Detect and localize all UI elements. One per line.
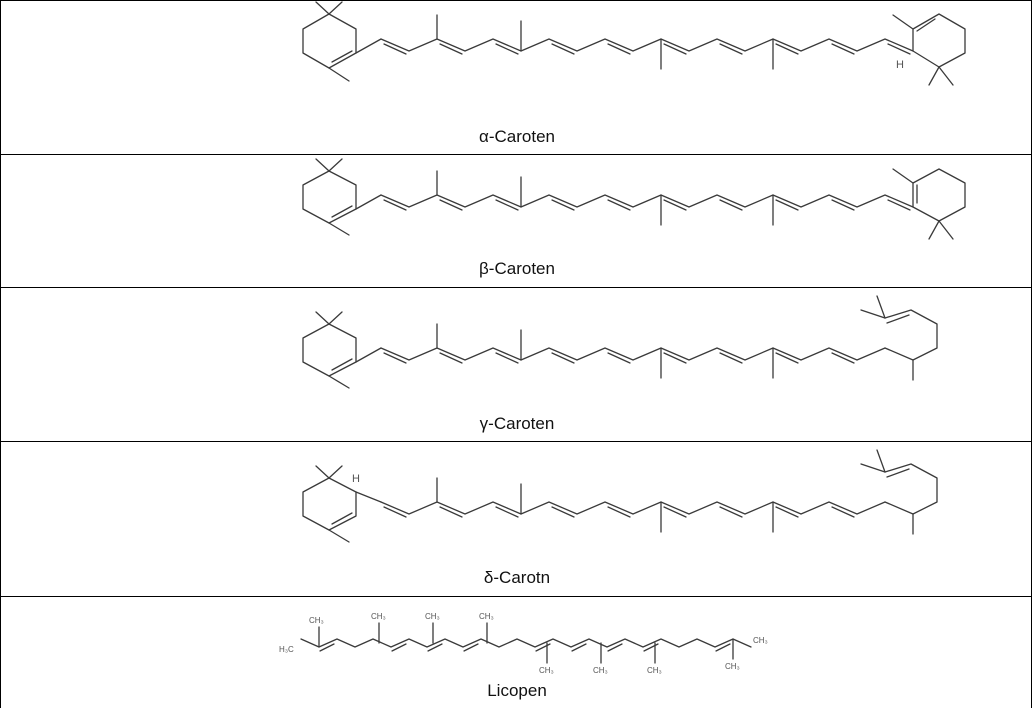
atom-ch3-8: CH₃ (753, 636, 768, 645)
atom-ch3-7: CH₃ (647, 666, 662, 675)
atom-ch3-6: CH₃ (593, 666, 608, 675)
structure-gamma-carotene (302, 295, 938, 389)
compound-name-lycopene: Licopen (487, 681, 547, 700)
atom-ch3-1: CH₃ (309, 616, 324, 625)
atom-h-alpha: H (896, 59, 904, 71)
atom-ch3-4: CH₃ (479, 612, 494, 621)
row-beta-carotene: β-Caroten (0, 155, 1032, 288)
row-alpha-carotene: H α-Caroten (0, 0, 1032, 155)
row-gamma-carotene: γ-Caroten (0, 288, 1032, 442)
atom-ch3-2: CH₃ (371, 612, 386, 621)
compound-name-beta: β-Caroten (479, 259, 555, 278)
compound-name-alpha: α-Caroten (479, 127, 555, 146)
atom-h3c: H₃C (279, 645, 294, 654)
compound-name-gamma: γ-Caroten (479, 414, 555, 433)
atom-ch3-5: CH₃ (539, 666, 554, 675)
row-lycopene: CH₃ H₃C CH₃ CH₃ CH₃ CH₃ CH₃ CH₃ CH₃ CH₃ … (0, 597, 1032, 708)
structure-lycopene: CH₃ H₃C CH₃ CH₃ CH₃ CH₃ CH₃ CH₃ CH₃ CH₃ (279, 612, 768, 675)
row-delta-carotene: H δ-Carotn (0, 442, 1032, 597)
atom-ch3-9: CH₃ (725, 662, 740, 671)
atom-ch3-3: CH₃ (425, 612, 440, 621)
structure-beta-carotene (302, 158, 966, 240)
structure-delta-carotene: H (302, 449, 938, 543)
structure-alpha-carotene: H (302, 1, 966, 86)
compound-name-delta: δ-Carotn (483, 568, 551, 587)
atom-h-delta: H (352, 473, 360, 485)
